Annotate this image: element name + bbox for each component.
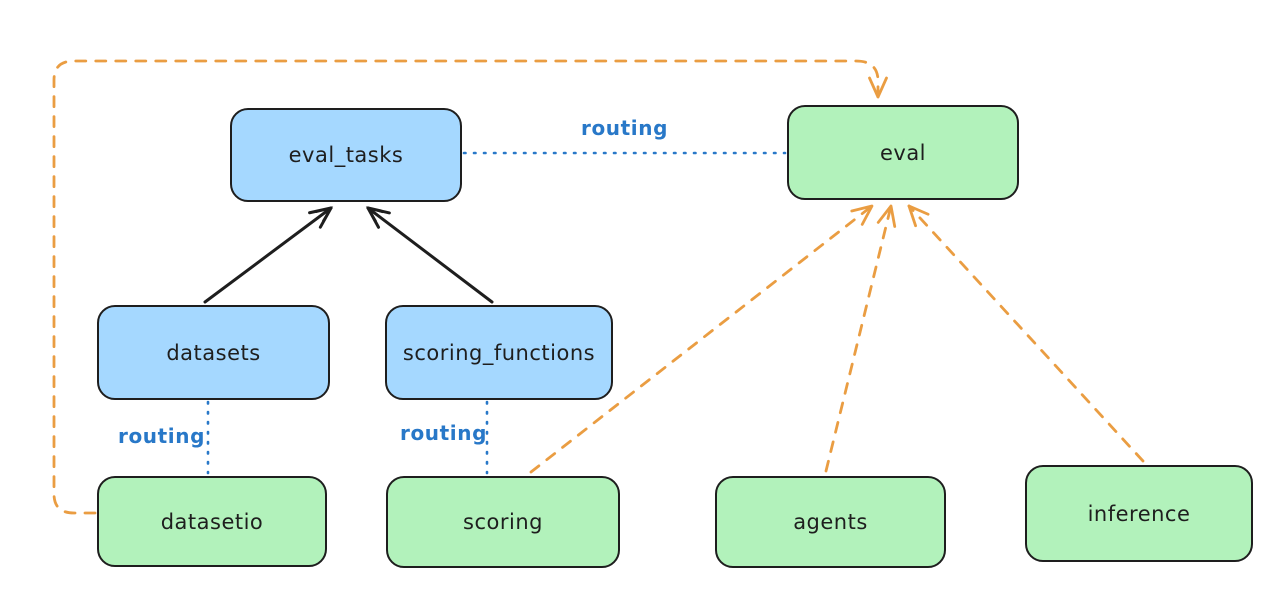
node-scoring: scoring xyxy=(386,476,620,568)
node-agents: agents xyxy=(715,476,946,568)
node-inference-label: inference xyxy=(1087,501,1191,526)
node-inference: inference xyxy=(1025,465,1253,562)
node-datasets-label: datasets xyxy=(166,340,261,365)
node-datasetio-label: datasetio xyxy=(160,509,264,534)
node-datasets: datasets xyxy=(97,305,330,400)
edge-label-routing-scoring_functions-scoring: routing xyxy=(400,421,488,445)
edge-datasets-eval_tasks xyxy=(203,206,334,304)
edge-label-routing-datasets-datasetio: routing xyxy=(118,424,206,448)
edge-agents-eval xyxy=(824,204,897,473)
node-scoring_functions-label: scoring_functions xyxy=(402,340,596,365)
node-scoring_functions: scoring_functions xyxy=(385,305,613,400)
node-eval: eval xyxy=(787,105,1019,200)
node-eval_tasks: eval_tasks xyxy=(230,108,462,202)
node-eval-label: eval xyxy=(879,140,927,165)
node-agents-label: agents xyxy=(793,510,868,534)
edge-scoring_functions-eval_tasks xyxy=(365,206,494,304)
edge-label-routing-eval_tasks-eval: routing xyxy=(581,116,669,140)
node-eval_tasks-label: eval_tasks xyxy=(288,143,404,167)
node-scoring-label: scoring xyxy=(463,510,543,534)
edge-inference-eval xyxy=(907,204,1145,463)
node-datasetio: datasetio xyxy=(97,476,327,567)
